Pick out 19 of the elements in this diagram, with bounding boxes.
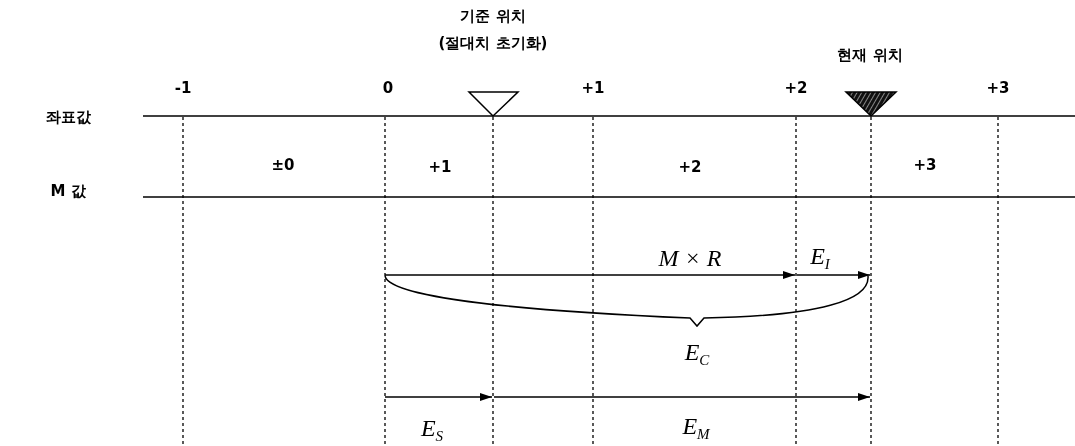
dimension-label: E$_{C}$ bbox=[684, 338, 710, 370]
m-value-label: +1 bbox=[428, 158, 452, 176]
marker-caption: 현재 위치 bbox=[837, 45, 903, 65]
tick-label: +3 bbox=[986, 79, 1010, 97]
tick-label: +1 bbox=[581, 79, 605, 97]
m-value-label: +2 bbox=[678, 158, 702, 176]
m-value-label: +3 bbox=[913, 156, 937, 174]
row-label: 좌표값 bbox=[45, 107, 91, 127]
row-label: M 값 bbox=[50, 181, 86, 201]
tick-label: +2 bbox=[784, 79, 808, 97]
dimension-label: E$_{I}$ bbox=[810, 242, 830, 274]
tick-label: -1 bbox=[174, 79, 192, 97]
marker-caption: (절대치 초기화) bbox=[438, 33, 548, 53]
tick-label: 0 bbox=[382, 79, 394, 97]
dimension-label: E$_{M}$ bbox=[682, 412, 710, 444]
dimension-label: E$_{S}$ bbox=[420, 414, 444, 446]
marker-caption: 기준 위치 bbox=[460, 6, 526, 26]
m-value-label: ±0 bbox=[271, 156, 295, 174]
dimension-label: M × R bbox=[658, 244, 722, 272]
